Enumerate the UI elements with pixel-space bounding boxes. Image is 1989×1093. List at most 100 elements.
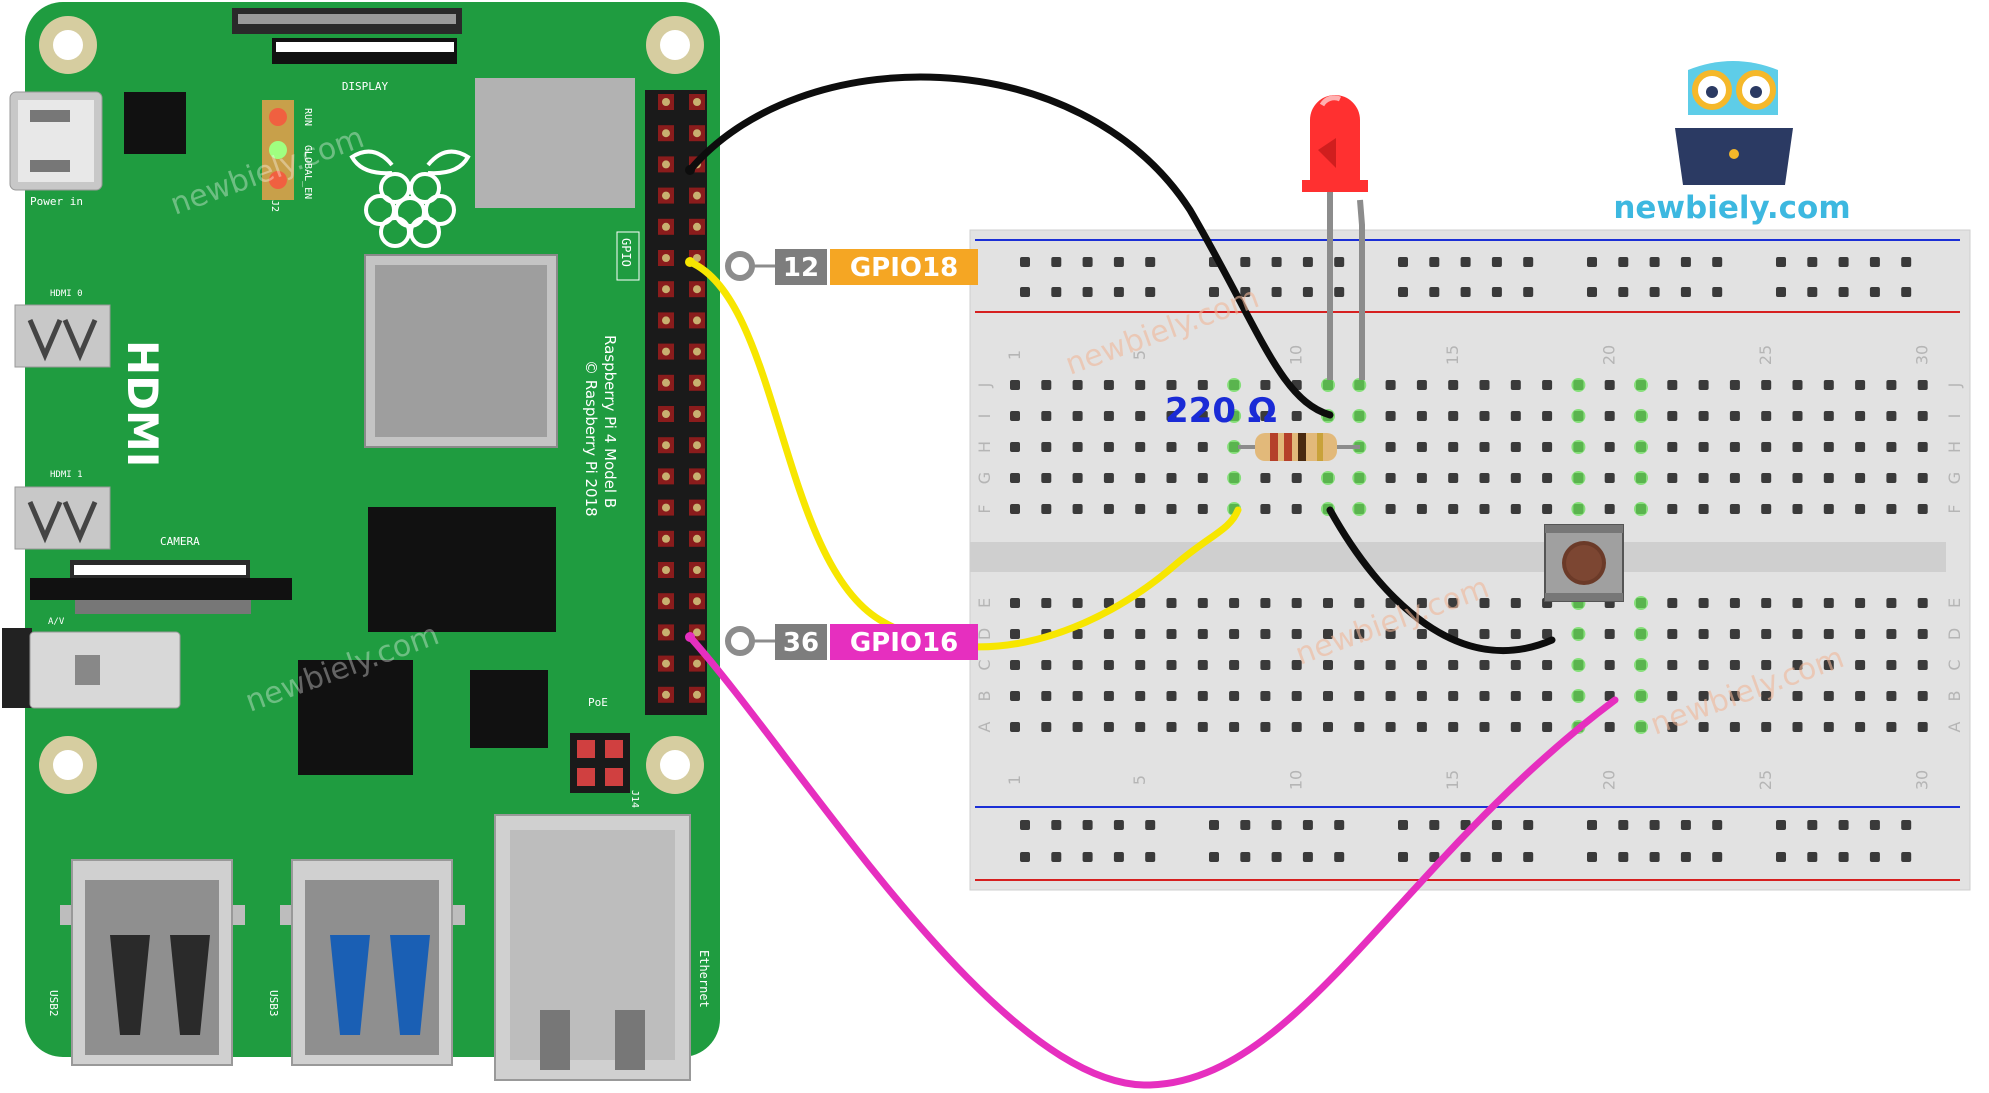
run-led-icon [269, 108, 287, 126]
breadboard-hole [1542, 660, 1553, 670]
label-j2: J2 [269, 200, 280, 212]
column-number: 15 [1443, 770, 1462, 790]
breadboard-hole [1479, 442, 1490, 452]
pin-number: 12 [783, 253, 819, 283]
breadboard-hole [1145, 257, 1156, 267]
breadboard-hole [1604, 722, 1615, 732]
breadboard-hole [1618, 287, 1629, 297]
breadboard-hole [1712, 852, 1723, 862]
poe-header: PoE J14 [570, 696, 640, 808]
breadboard-hole [1838, 820, 1849, 830]
column-number: 30 [1913, 345, 1932, 365]
label-hdmi0: HDMI 0 [50, 289, 83, 299]
breadboard-hole [1240, 287, 1251, 297]
label-display: DISPLAY [342, 80, 389, 93]
breadboard-hole [1823, 660, 1834, 670]
breadboard-hole [1698, 473, 1709, 483]
breadboard-hole [1209, 287, 1219, 297]
breadboard-hole [1698, 442, 1709, 452]
column-number: 20 [1600, 345, 1619, 365]
breadboard-hole [1917, 504, 1928, 514]
breadboard-hole [1729, 691, 1740, 701]
row-label: B [1945, 691, 1964, 702]
breadboard-hole [1197, 442, 1208, 452]
breadboard-hole [1010, 691, 1020, 701]
breadboard-hole [1416, 691, 1427, 701]
breadboard-hole [1823, 380, 1834, 390]
breadboard-hole [1197, 691, 1208, 701]
breadboard-hole [1917, 660, 1928, 670]
breadboard-hole [1103, 411, 1114, 421]
connected-hole [1227, 409, 1242, 423]
column-number: 1 [1005, 350, 1024, 360]
breadboard-hole [1416, 629, 1427, 639]
breadboard-hole [1823, 411, 1834, 421]
breadboard-hole [1072, 473, 1083, 483]
raspberry-pi-board: DISPLAY Power in RUN GLOBAL_EN J2 [2, 2, 720, 1081]
breadboard-hole [1649, 257, 1660, 267]
breadboard-hole [1166, 691, 1177, 701]
breadboard-hole [1082, 257, 1093, 267]
breadboard-hole [1604, 504, 1615, 514]
row-label: C [1945, 659, 1964, 670]
breadboard-hole [1807, 820, 1818, 830]
breadboard-hole [1510, 380, 1521, 390]
breadboard-hole [1135, 411, 1146, 421]
connected-hole [1634, 689, 1648, 703]
label-global-en: GLOBAL_EN [302, 145, 313, 199]
breadboard-hole [1761, 629, 1772, 639]
breadboard-hole [1229, 722, 1240, 732]
row-label: F [975, 504, 994, 513]
row-label: G [975, 472, 994, 484]
breadboard-hole [1103, 473, 1114, 483]
breadboard-hole [1729, 380, 1740, 390]
breadboard-hole [1776, 287, 1786, 297]
breadboard-hole [1823, 598, 1834, 608]
breadboard-hole [1587, 820, 1597, 830]
breadboard-hole [1917, 473, 1928, 483]
breadboard-hole [1448, 442, 1459, 452]
breadboard-hole [1886, 411, 1897, 421]
breadboard-hole [1510, 473, 1521, 483]
display-connector: DISPLAY [232, 8, 462, 93]
power-in-port: Power in [9, 91, 103, 208]
connected-hole [1634, 471, 1648, 485]
breadboard-hole [1667, 629, 1678, 639]
breadboard-hole [1010, 380, 1020, 390]
connected-hole [1571, 689, 1586, 703]
breadboard-hole [1103, 380, 1114, 390]
breadboard-hole [1072, 504, 1083, 514]
wire-black-gnd [686, 73, 1334, 419]
breadboard-hole [1776, 820, 1786, 830]
resistor-value-label: 220 Ω [1165, 391, 1277, 431]
resistor-icon [1238, 433, 1360, 461]
usb3-port: USB3 [267, 859, 465, 1066]
breadboard-hole [1729, 629, 1740, 639]
breadboard-hole [1209, 852, 1219, 862]
row-label: B [975, 691, 994, 702]
breadboard-hole [1197, 411, 1208, 421]
breadboard-hole [1145, 287, 1156, 297]
breadboard-hole [1041, 691, 1052, 701]
breadboard-hole [1323, 722, 1333, 732]
connected-hole [1352, 502, 1367, 516]
label-model-line1: Raspberry Pi 4 Model B [601, 335, 619, 508]
breadboard-hole [1135, 660, 1146, 670]
breadboard-hole [1869, 852, 1880, 862]
breadboard-hole [1135, 691, 1146, 701]
soc-chip [364, 254, 558, 448]
breadboard-hole [1197, 629, 1208, 639]
breadboard-hole [1448, 504, 1459, 514]
breadboard-hole [1729, 473, 1740, 483]
breadboard-hole [1838, 287, 1849, 297]
brand-logo-text: newbiely.com [1613, 190, 1850, 226]
breadboard-hole [1051, 820, 1062, 830]
breadboard-hole [1491, 287, 1502, 297]
label-power-in: Power in [30, 195, 83, 208]
breadboard-hole [1385, 691, 1396, 701]
breadboard-hole [1291, 598, 1302, 608]
connected-hole [1227, 440, 1242, 454]
breadboard-hole [1855, 473, 1866, 483]
breadboard-hole [1260, 722, 1271, 732]
breadboard-hole [1680, 257, 1691, 267]
